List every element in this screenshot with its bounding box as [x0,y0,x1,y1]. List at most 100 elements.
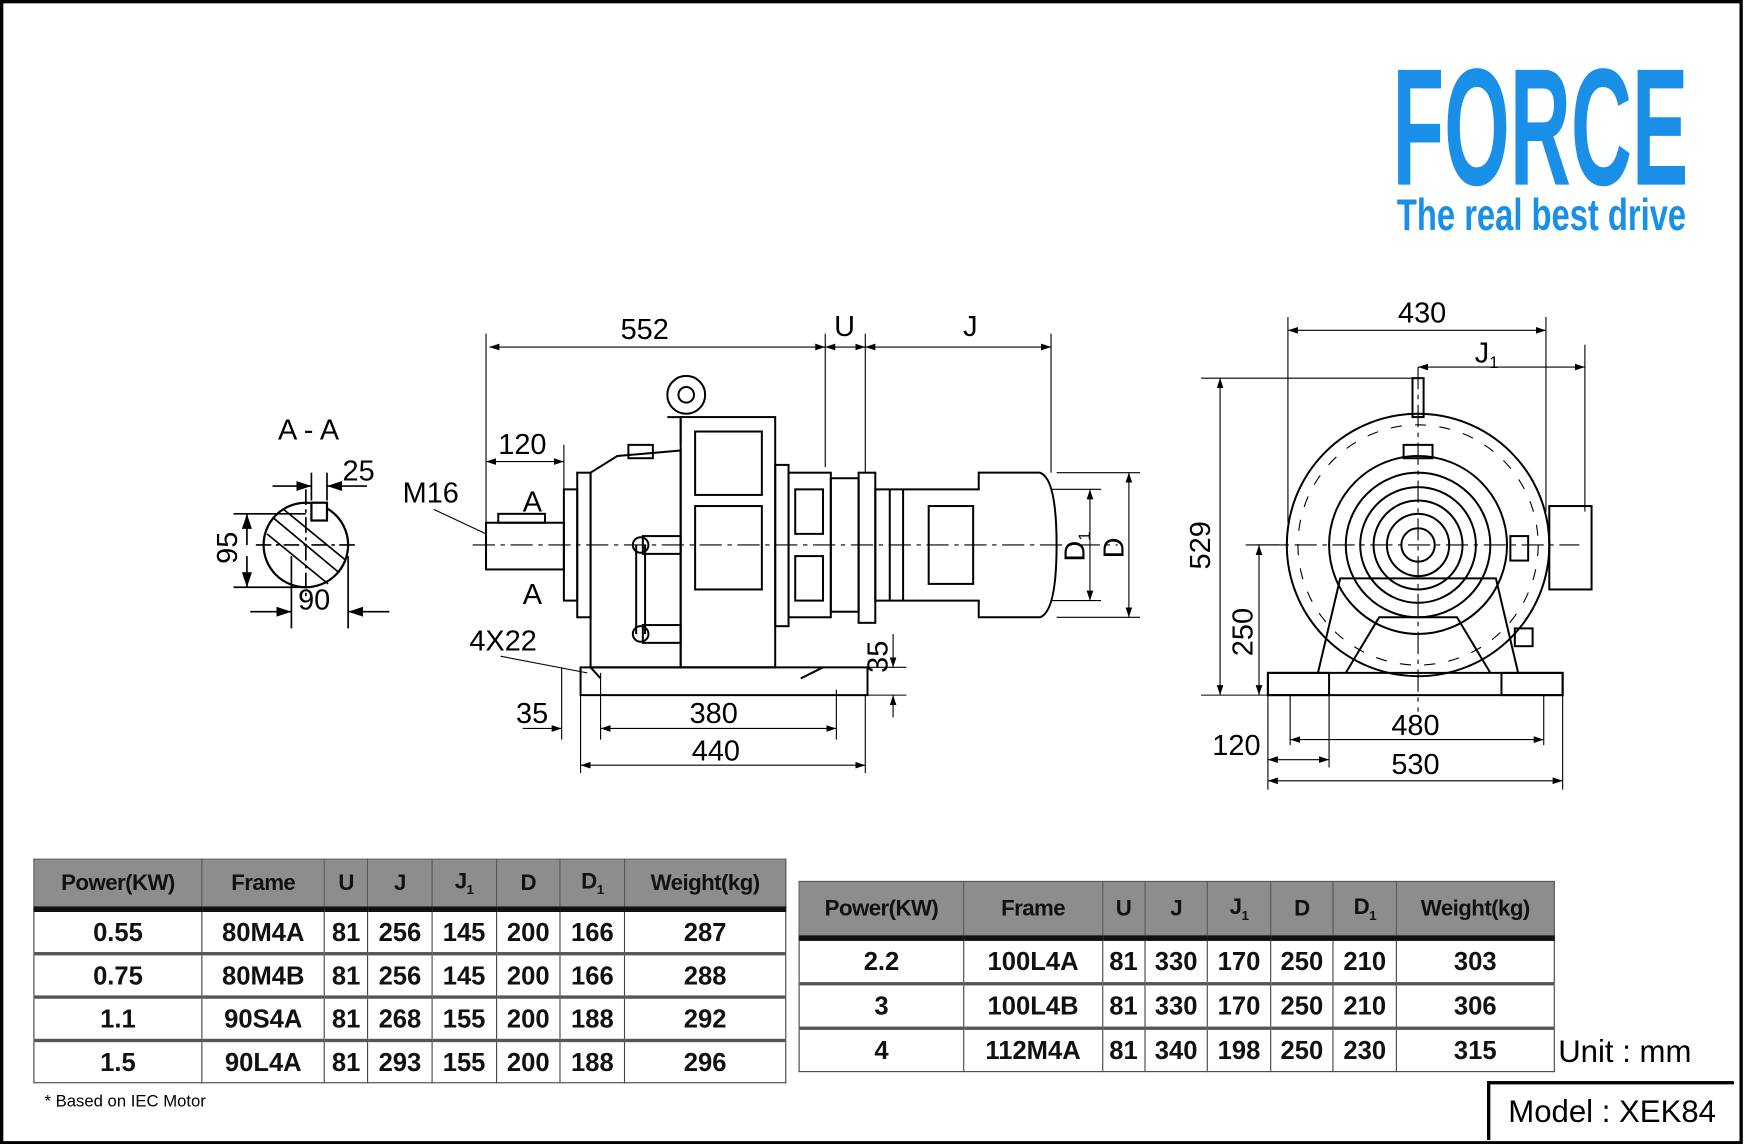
table-cell: 315 [1395,1026,1555,1073]
table-cell: 1.1 [33,995,203,1042]
dim-shaft-dia: 90 [298,584,330,616]
dim-j: J [963,311,977,343]
column-header: J [1144,880,1209,941]
column-header: J1 [431,858,497,913]
table-cell: 250 [1269,982,1334,1029]
table-cell: 0.55 [33,907,203,955]
table-cell: 112M4A [963,1026,1103,1073]
brand-tagline: The real best drive [1397,191,1686,240]
table-cell: 81 [323,907,369,955]
column-header: D [495,858,561,913]
column-header: D1 [1332,880,1397,941]
dim-foot-width: 530 [1391,749,1439,781]
dim-u: U [834,311,855,343]
section-view [233,472,390,629]
column-header: Weight(kg) [1395,880,1555,941]
brand-logo: FORCE The real best drive [1392,35,1688,241]
column-header: U [323,858,369,913]
table-cell: 80M4A [201,907,326,955]
table-cell: 155 [431,995,497,1042]
front-view [1201,316,1593,790]
table-cell: 210 [1332,936,1397,985]
table-cell: 198 [1207,1026,1272,1073]
column-header: Frame [963,880,1103,941]
dim-height: 529 [1185,521,1217,569]
table-cell: 90S4A [201,995,326,1042]
table-cell: 80M4B [201,952,326,998]
table-cell: 81 [323,1038,369,1084]
table-cell: 200 [495,952,561,998]
table-cell: 306 [1395,982,1555,1029]
table-cell: 170 [1207,936,1272,985]
table-cell: 188 [559,1038,626,1084]
table-cell: 293 [367,1038,433,1084]
table-cell: 4 [798,1026,965,1073]
table-cell: 166 [559,907,626,955]
dim-keyway-width: 25 [343,455,375,487]
column-header: U [1101,880,1146,941]
table-cell: 170 [1207,982,1272,1029]
table-cell: 100L4A [963,936,1103,985]
brand-name: FORCE [1392,35,1688,221]
dim-d1: D1 [1059,531,1094,561]
table-cell: 2.2 [798,936,965,985]
table-cell: 3 [798,982,965,1029]
section-mark-bottom: A [523,579,543,611]
column-header: Power(KW) [798,880,965,941]
dim-foot-edge-front: 120 [1212,730,1260,762]
table-cell: 200 [495,907,561,955]
table-cell: 340 [1144,1026,1209,1073]
dim-shaft-height: 95 [212,532,244,564]
dim-foot-length: 440 [692,736,740,768]
table-cell: 81 [323,952,369,998]
column-header: Weight(kg) [623,858,787,913]
dim-foot-thickness: 35 [863,641,895,673]
column-header: D [1269,880,1334,941]
table-cell: 330 [1144,936,1209,985]
unit-label: Unit : mm [1558,1034,1692,1069]
table-cell: 230 [1332,1026,1397,1073]
section-mark-top: A [523,487,543,519]
table-cell: 145 [431,907,497,955]
table-cell: 292 [623,995,787,1042]
dim-j1: J1 [1475,338,1499,373]
column-header: J [367,858,433,913]
column-header: D1 [559,858,626,913]
dim-d: D [1098,537,1130,558]
dim-foot-holes-front: 480 [1391,710,1439,742]
table-cell: 250 [1269,936,1334,985]
dim-holes: 4X22 [469,626,537,658]
table-cell: 155 [431,1038,497,1084]
table-cell: 256 [367,907,433,955]
column-header: J1 [1207,880,1272,941]
table-cell: 268 [367,995,433,1042]
dim-centre-height: 250 [1227,608,1259,656]
side-view [433,333,1141,773]
table-cell: 0.75 [33,952,203,998]
table-cell: 145 [431,952,497,998]
footnote: * Based on IEC Motor [44,1092,206,1112]
table-cell: 1.5 [33,1038,203,1084]
dim-foot-holes: 380 [690,698,738,730]
table-cell: 81 [1101,982,1146,1029]
table-cell: 81 [1101,1026,1146,1073]
table-cell: 188 [559,995,626,1042]
section-title: A - A [278,414,340,446]
table-cell: 166 [559,952,626,998]
table-cell: 296 [623,1038,787,1084]
table-cell: 330 [1144,982,1209,1029]
table-cell: 210 [1332,982,1397,1029]
table-cell: 200 [495,1038,561,1084]
table-cell: 90L4A [201,1038,326,1084]
table-cell: 288 [623,952,787,998]
